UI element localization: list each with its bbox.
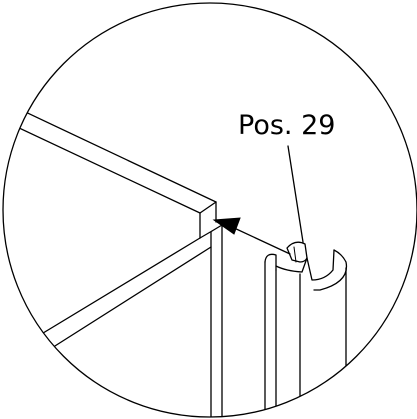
top-rail xyxy=(3,99,217,239)
insertion-arrow xyxy=(212,217,291,255)
glass-panel xyxy=(210,224,223,417)
seal-profile xyxy=(264,241,348,417)
callout-leader-line xyxy=(287,145,304,243)
callout-label: Pos. 29 xyxy=(238,110,336,141)
lower-edge xyxy=(19,237,212,359)
